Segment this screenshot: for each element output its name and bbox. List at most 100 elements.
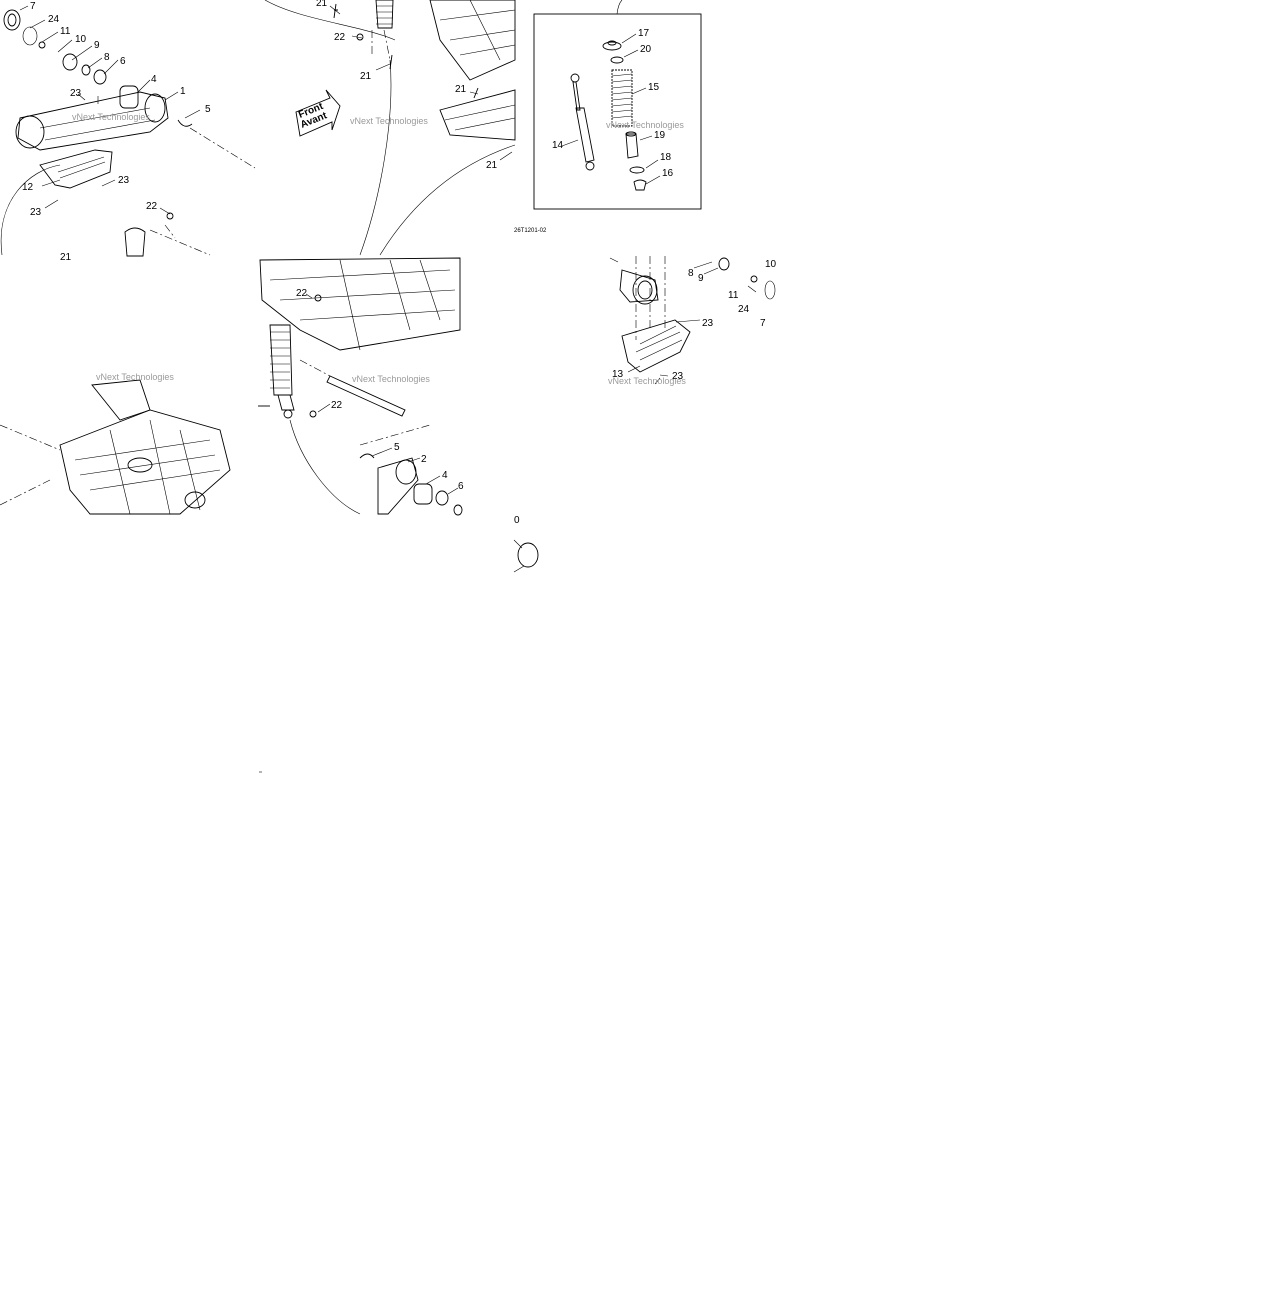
callouts-right: 8 9 10 11 24 7 23 13 23 xyxy=(612,259,777,382)
callout: 21 xyxy=(360,71,372,82)
callout: 23 xyxy=(672,371,684,382)
tile-fragment: 0 xyxy=(513,515,539,573)
drawing-code: 26T1201-02 xyxy=(514,228,547,234)
callout: 5 xyxy=(394,442,400,453)
cap xyxy=(718,257,730,271)
callouts-middle: 22 22 5 2 4 6 xyxy=(296,288,464,492)
callout: 2 xyxy=(421,454,427,465)
callout: 21 xyxy=(60,252,72,263)
watermark: vNext Technologies xyxy=(72,112,150,122)
lower-arm xyxy=(377,457,419,515)
frame-body xyxy=(59,409,231,515)
swing-arm-end xyxy=(144,93,166,123)
watermark: vNext Technologies xyxy=(608,376,686,386)
callout: 24 xyxy=(738,304,750,315)
bushing xyxy=(435,490,449,506)
callout: 15 xyxy=(648,82,660,93)
frame-rail xyxy=(439,89,516,141)
bearing xyxy=(119,85,139,109)
callout: 20 xyxy=(640,44,652,55)
callout: 22 xyxy=(296,288,308,299)
tile-middle: 22 22 5 2 4 6 vNext Technologies xyxy=(258,257,464,516)
callout: 5 xyxy=(205,104,211,115)
front-direction-sign: Front Avant xyxy=(295,89,341,137)
callout: 23 xyxy=(70,88,82,99)
callout: 6 xyxy=(458,481,464,492)
callout: 0 xyxy=(514,515,520,526)
callout: 21 xyxy=(486,160,498,171)
tile-top-middle: Front Avant 21 22 21 21 21 vNext Technol… xyxy=(264,0,516,256)
callouts-top-left: 7 24 11 10 9 8 6 4 1 5 23 12 23 23 22 21 xyxy=(22,1,211,263)
frame-section xyxy=(429,0,516,81)
shock-absorber xyxy=(269,324,295,419)
seal-ring-inner xyxy=(7,13,17,27)
bearing xyxy=(413,483,433,505)
spring-cap xyxy=(602,41,622,51)
callout: 11 xyxy=(728,290,739,301)
callout: 7 xyxy=(760,318,766,329)
arrow-icon xyxy=(295,89,341,137)
tile-top-left: 7 24 11 10 9 8 6 4 1 5 23 12 23 23 22 21… xyxy=(0,1,256,263)
frame-crossmember xyxy=(259,257,461,351)
callout: 8 xyxy=(104,52,110,63)
callout: 12 xyxy=(22,182,34,193)
watermark: vNext Technologies xyxy=(606,120,684,130)
damper xyxy=(570,73,595,171)
frame-bracket xyxy=(91,379,151,421)
callout: 18 xyxy=(660,152,672,163)
callout: 14 xyxy=(552,140,564,151)
callout: 4 xyxy=(442,470,448,481)
callout: 7 xyxy=(30,1,36,12)
cap xyxy=(517,542,539,568)
washer xyxy=(629,166,645,174)
guard-plate xyxy=(621,319,691,373)
shock-detail-box: 17 20 15 14 19 18 16 vNext Technologies xyxy=(533,0,702,210)
callout: 9 xyxy=(94,40,100,51)
callout: 16 xyxy=(662,168,674,179)
callouts-shock: 17 20 15 14 19 18 16 xyxy=(552,28,674,179)
spring-seat xyxy=(633,179,647,191)
tile-right: 8 9 10 11 24 7 23 13 23 vNext Technologi… xyxy=(608,256,777,386)
watermark: vNext Technologies xyxy=(96,372,174,382)
callout: 23 xyxy=(118,175,130,186)
swing-arm-pivot xyxy=(15,115,45,149)
callout: 17 xyxy=(638,28,650,39)
swing-arm-end xyxy=(619,269,659,303)
nut xyxy=(38,41,46,49)
callout: 21 xyxy=(455,84,467,95)
seal-ring xyxy=(3,9,21,31)
callout: 19 xyxy=(654,130,666,141)
callout: 13 xyxy=(612,369,624,380)
shock-top-stub xyxy=(124,227,146,257)
coil-spring xyxy=(611,69,633,127)
callout: 6 xyxy=(120,56,126,67)
callout: 23 xyxy=(702,318,714,329)
callout: 21 xyxy=(316,0,328,9)
callout: 1 xyxy=(180,86,186,97)
callout: 22 xyxy=(146,201,158,212)
bushing xyxy=(93,69,107,85)
circlip xyxy=(177,119,193,127)
nut xyxy=(750,275,758,283)
o-ring xyxy=(22,26,38,46)
detail-frame xyxy=(533,13,702,210)
callout: 4 xyxy=(151,74,157,85)
callout: 10 xyxy=(75,34,87,45)
callout: 9 xyxy=(698,273,704,284)
pivot-shaft xyxy=(326,375,406,417)
watermark: vNext Technologies xyxy=(352,374,430,384)
circlip xyxy=(359,453,375,459)
bolt xyxy=(473,87,479,99)
cap xyxy=(62,53,78,71)
ring xyxy=(81,64,91,76)
callout: 23 xyxy=(30,207,42,218)
bump-stop xyxy=(625,133,639,159)
keeper xyxy=(610,56,624,64)
o-ring xyxy=(764,280,776,300)
tile-middle-left: vNext Technologies xyxy=(0,372,231,515)
callout: 10 xyxy=(765,259,777,270)
callout: 8 xyxy=(688,268,694,279)
callout: 24 xyxy=(48,14,60,25)
callout: 11 xyxy=(60,26,71,37)
